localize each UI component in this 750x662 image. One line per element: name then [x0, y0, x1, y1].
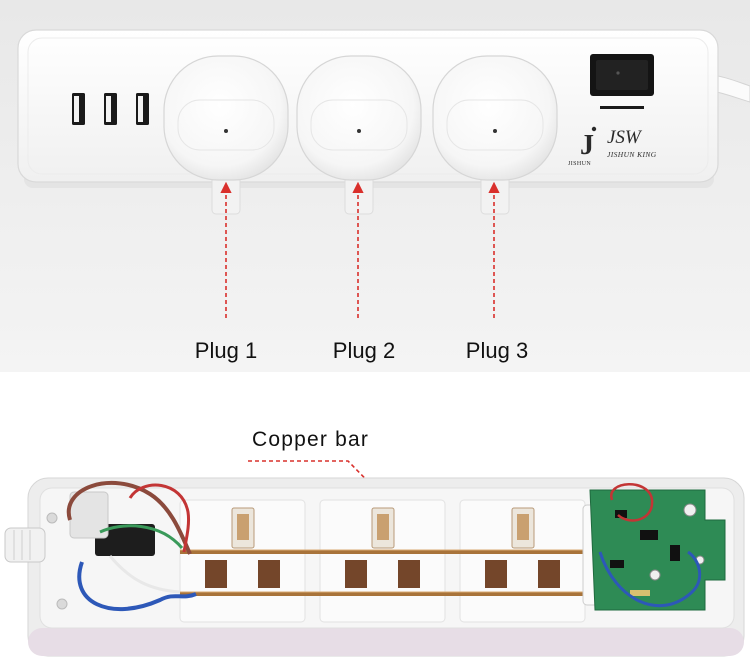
usb-port-icon [136, 93, 149, 125]
plug-2-label: Plug 2 [333, 338, 395, 363]
screw-icon [46, 512, 58, 524]
copper-bars [180, 549, 600, 596]
strip-base-edge [28, 628, 744, 656]
white-wire [108, 555, 181, 594]
pcb-blue-wire [598, 550, 702, 608]
brand-vertical-text: JISHUN [568, 161, 591, 167]
red-wire [128, 483, 190, 553]
plug-3-label: Plug 3 [466, 338, 528, 363]
usb-ports [72, 93, 149, 125]
usb-port-icon [72, 93, 85, 125]
power-switch [590, 54, 654, 96]
switch-indicator-line [600, 106, 644, 109]
green-wire [99, 524, 184, 549]
logo-mark-icon: J [580, 130, 594, 161]
socket-module-3 [459, 499, 586, 623]
pcb-components [610, 503, 705, 596]
plug-1 [163, 55, 289, 215]
copper-bar-label: Copper bar [252, 428, 369, 451]
pcb-red-wire [610, 483, 654, 522]
brand-name: JSW [607, 127, 643, 148]
plug-3 [432, 55, 558, 215]
logo-dot-icon [591, 126, 597, 132]
terminal-block [95, 524, 155, 556]
socket-module-1 [179, 499, 306, 623]
pcb-board [589, 489, 726, 611]
brand-subtitle: JISHUN KING [607, 150, 657, 159]
brown-wire [66, 480, 192, 555]
screw-icon [56, 598, 68, 610]
socket-module-2 [319, 499, 446, 623]
plug-2 [296, 55, 422, 215]
brand-logo: J JISHUN JSW JISHUN KING [568, 126, 657, 167]
plug-1-label: Plug 1 [195, 338, 257, 363]
usb-port-icon [104, 93, 117, 125]
cable-gland [4, 527, 46, 563]
blue-wire [77, 561, 197, 611]
